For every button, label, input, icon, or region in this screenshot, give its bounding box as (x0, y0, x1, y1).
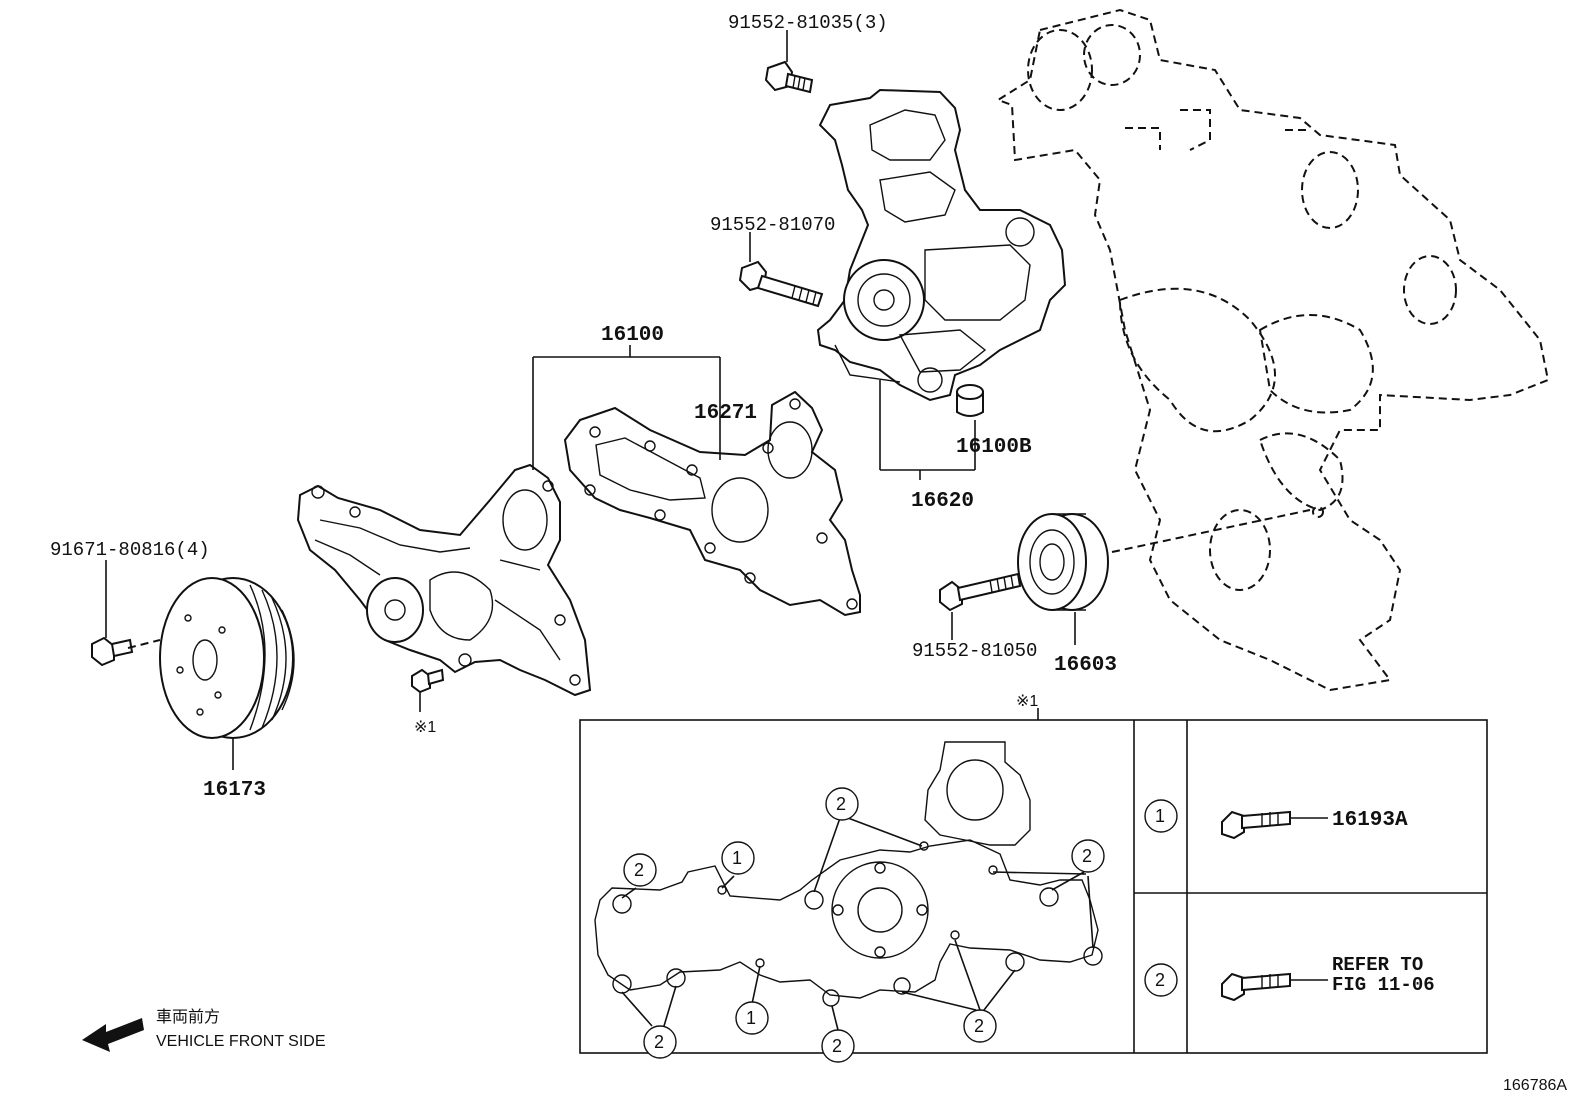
bolt-note1-icon (411, 668, 445, 694)
legend-row-2: 2 REFER TO FIG 11-06 (1144, 954, 1435, 1002)
direction-english: VEHICLE FRONT SIDE (156, 1033, 326, 1050)
label-91552-81050: 91552-81050 (912, 640, 1037, 662)
bushing-16100b (956, 384, 984, 417)
svg-text:2: 2 (1082, 846, 1092, 866)
callout-2: 2 (821, 1029, 855, 1063)
legend-refer-line1: REFER TO (1332, 954, 1423, 976)
svg-text:2: 2 (836, 794, 846, 814)
detail-callouts: 2 1 2 2 1 2 2 2 (623, 787, 1105, 1063)
callout-2: 2 (963, 1009, 997, 1043)
legend-refer-line2: FIG 11-06 (1332, 974, 1435, 996)
callout-2: 2 (623, 853, 657, 887)
label-91552-81035: 91552-81035(3) (728, 12, 888, 34)
direction-japanese: 車両前方 (156, 1008, 220, 1026)
front-arrow-icon (82, 1018, 144, 1052)
legend-row-1: 1 16193A (1144, 799, 1408, 840)
label-16620: 16620 (911, 490, 974, 513)
svg-text:1: 1 (746, 1008, 756, 1028)
bolt-91552-81070-icon (738, 260, 824, 308)
vehicle-front-indicator: 車両前方 VEHICLE FRONT SIDE (82, 1008, 326, 1052)
bolt-refer-icon (1221, 972, 1291, 1002)
pulley-axis-line (127, 639, 161, 649)
callout-2: 2 (643, 1025, 677, 1059)
svg-text:2: 2 (832, 1036, 842, 1056)
label-16100b: 16100B (956, 436, 1032, 459)
detail-gasket-outline (594, 741, 1103, 1007)
figure-id: 166786A (1503, 1077, 1567, 1094)
idler-axis-line (1111, 509, 1311, 553)
callout-1: 1 (721, 841, 755, 875)
label-16271: 16271 (694, 402, 757, 425)
callout-1: 1 (735, 1001, 769, 1035)
callout-2: 2 (825, 787, 859, 821)
label-91671-80816: 91671-80816(4) (50, 539, 210, 561)
timing-cover-outline (995, 8, 1550, 692)
svg-text:2: 2 (654, 1032, 664, 1052)
alternator-bracket-16620 (816, 88, 1067, 402)
bolt-91552-81035-icon (764, 60, 814, 94)
svg-text:2: 2 (974, 1016, 984, 1036)
label-note1-detail: ※1 (1016, 693, 1038, 710)
idler-pulley-16603 (1017, 513, 1109, 611)
pulley-16173 (159, 577, 295, 739)
label-16100: 16100 (601, 324, 664, 347)
svg-text:1: 1 (732, 848, 742, 868)
label-16603: 16603 (1054, 654, 1117, 677)
leader-lines (105, 30, 1076, 770)
bolt-91552-81050-icon (939, 572, 1022, 612)
label-91552-81070: 91552-81070 (710, 214, 835, 236)
water-pump-16100 (296, 463, 592, 697)
detail-box (579, 719, 1488, 1054)
gasket-16271 (563, 390, 861, 617)
svg-text:1: 1 (1155, 806, 1165, 826)
bolt-91671-80816-icon (91, 636, 134, 667)
legend-16193a: 16193A (1332, 809, 1408, 832)
label-16173: 16173 (203, 779, 266, 802)
bolt-16193a-icon (1221, 810, 1291, 840)
callout-2: 2 (1071, 839, 1105, 873)
detail-callout-leaders (621, 817, 1094, 1031)
svg-text:2: 2 (1155, 970, 1165, 990)
svg-text:2: 2 (634, 860, 644, 880)
label-note1-bolt: ※1 (414, 719, 436, 736)
